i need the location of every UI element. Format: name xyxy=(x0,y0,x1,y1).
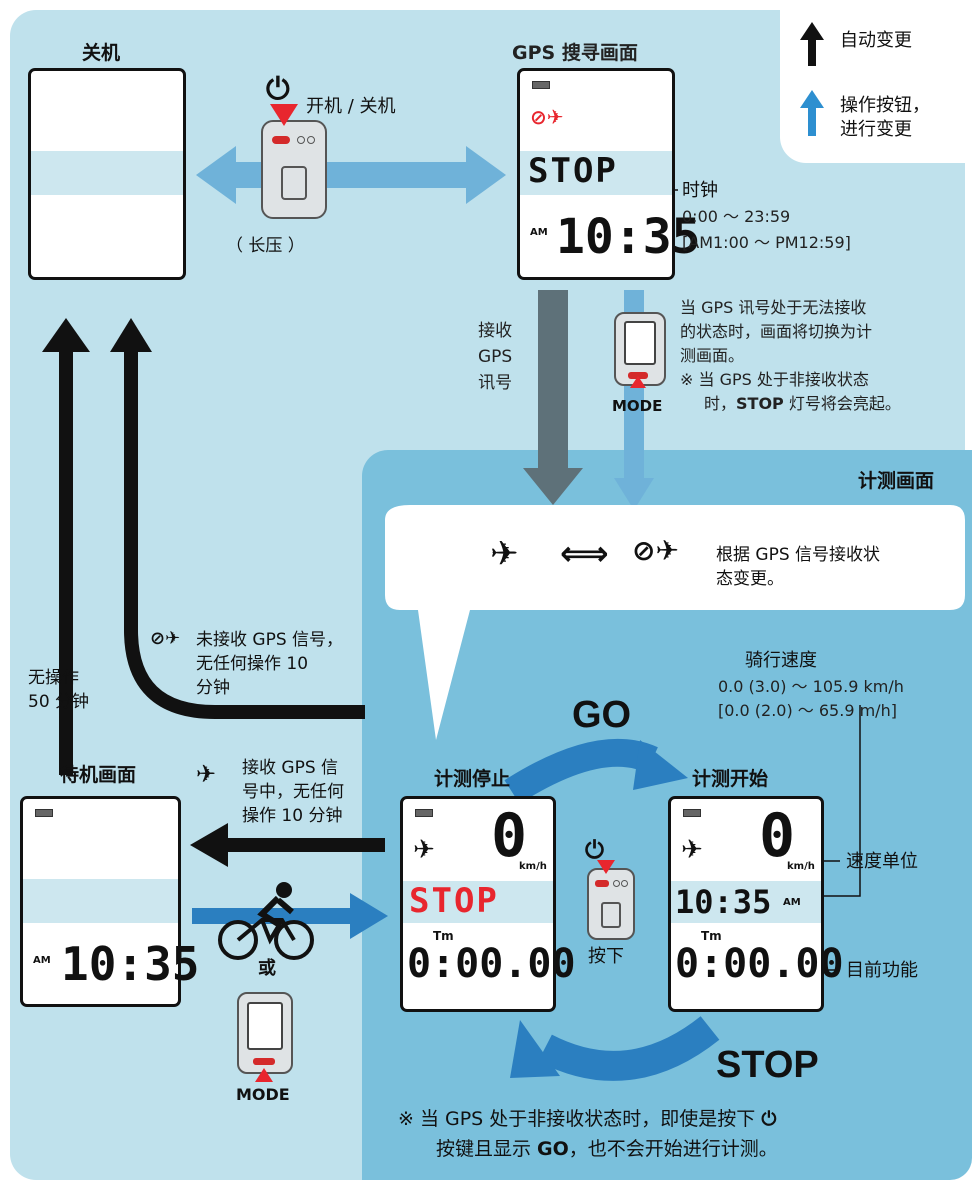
started-clock: 10:35 xyxy=(675,883,772,921)
power-icon: ⏻ xyxy=(266,72,290,107)
stopped-speed: 0 xyxy=(491,801,528,871)
auto-arrow-no-op-50min xyxy=(42,318,90,775)
no-gps-note: 未接收 GPS 信号， 无任何操作 10 分钟 xyxy=(196,630,344,698)
speech-bubble xyxy=(385,505,965,740)
gps-stop-text: STOP xyxy=(528,151,618,191)
stopped-screen: ✈︎ 0 km/h STOP Tm 0:00.00 xyxy=(400,796,576,1012)
press-start-icon xyxy=(597,860,615,874)
gps-search-screen: ⊘✈ STOP AM 10:35 xyxy=(517,68,701,280)
mode-device[interactable] xyxy=(614,312,666,386)
press-label: 按下 xyxy=(588,946,624,967)
speed-range-mph: [0.0 (2.0) ～ 65.9 m/h] xyxy=(718,701,897,720)
standby-screen: AM 10:35 xyxy=(20,796,199,1007)
gps-clock: 10:35 xyxy=(556,209,701,265)
mode-label: MODE xyxy=(612,397,663,415)
start-stop-device[interactable] xyxy=(587,868,635,940)
clock-range-12h: [AM1:00 ～ PM12:59] xyxy=(682,233,851,252)
standby-am: AM xyxy=(33,955,51,966)
started-speed: 0 xyxy=(759,801,796,871)
measure-area-title: 计测画面 xyxy=(858,470,935,492)
double-arrow-icon: ⟺ xyxy=(560,534,609,574)
gps-receiving-small-icon: ✈︎ xyxy=(196,760,217,788)
started-title: 计测开始 xyxy=(692,768,769,790)
button-arrow-to-measure xyxy=(192,893,388,939)
speed-range-kmh: 0.0 (3.0) ～ 105.9 km/h xyxy=(718,677,904,696)
clock-range: 0:00 ～ 23:59 xyxy=(682,207,791,226)
mode-press-icon xyxy=(630,376,646,388)
press-arrow-icon xyxy=(270,104,298,126)
gps-receiving-icon: ✈︎ xyxy=(490,534,519,574)
speed-label: 骑行速度 xyxy=(745,650,817,671)
cyclist-icon xyxy=(218,876,314,962)
long-press-note: （ 长压 ） xyxy=(226,236,305,256)
off-screen-title: 关机 xyxy=(82,42,121,64)
mode-note: 当 GPS 讯号处于无法接收 的状态时，画面将切换为计 测画面。 ※ 当 GPS… xyxy=(680,298,901,413)
stopped-timer: 0:00.00 xyxy=(407,941,576,987)
footnote: ※ 当 GPS 处于非接收状态时，即使是按下 ⏻ 按键且显示 GO，也不会开始进… xyxy=(398,1108,778,1160)
stop-cycle-arrow xyxy=(510,1016,720,1081)
wake-mode-device[interactable] xyxy=(237,992,293,1074)
auto-arrow-to-standby xyxy=(190,823,385,867)
standby-title: 待机画面 xyxy=(60,764,137,786)
speed-unit-callout: 速度单位 xyxy=(846,851,918,872)
or-label: 或 xyxy=(258,958,276,979)
receiving-note: 接收 GPS 信 号中，无任何 操作 10 分钟 xyxy=(242,758,344,826)
gps-not-receiving-icon: ⊘✈ xyxy=(632,534,679,567)
receive-gps-label: 接收 GPS 讯号 xyxy=(478,321,513,393)
gps-search-title: GPS 搜寻画面 xyxy=(512,42,638,64)
stop-label: STOP xyxy=(716,1044,819,1086)
wake-mode-label: MODE xyxy=(236,1085,290,1104)
standby-clock: 10:35 xyxy=(61,937,200,991)
go-label: GO xyxy=(572,694,632,736)
go-cycle-arrow xyxy=(504,738,688,804)
current-function-callout: 目前功能 xyxy=(846,960,918,981)
power-switch-label: 开机 / 关机 xyxy=(306,96,396,117)
legend-auto-change: 自动变更 xyxy=(840,30,912,51)
auto-change-icon xyxy=(800,22,824,70)
legend-button-change: 操作按钮， 进行变更 xyxy=(840,95,930,140)
started-screen: ✈︎ 0 km/h 10:35 AM Tm 0:00.00 xyxy=(668,796,844,1012)
started-timer: 0:00.00 xyxy=(675,941,844,987)
no-op-note: 无操作 50 分钟 xyxy=(28,668,90,712)
press-power-icon: ⏻ xyxy=(585,836,604,864)
auto-arrow-receive-gps xyxy=(523,290,583,505)
no-gps-small-icon: ⊘✈ xyxy=(150,628,181,649)
power-double-arrow xyxy=(196,146,506,204)
am-indicator: AM xyxy=(530,227,548,238)
auto-arrow-no-gps-10min xyxy=(110,318,365,719)
button-change-icon xyxy=(800,90,824,140)
stopped-title: 计测停止 xyxy=(434,768,511,790)
power-device xyxy=(261,120,327,219)
bubble-text: 根据 GPS 信号接收状 态变更。 xyxy=(716,545,881,589)
wake-press-icon xyxy=(255,1068,273,1082)
stopped-stop-text: STOP xyxy=(409,881,499,921)
off-screen xyxy=(28,68,186,280)
no-gps-icon: ⊘✈ xyxy=(530,105,564,129)
clock-label: 时钟 xyxy=(682,180,718,201)
